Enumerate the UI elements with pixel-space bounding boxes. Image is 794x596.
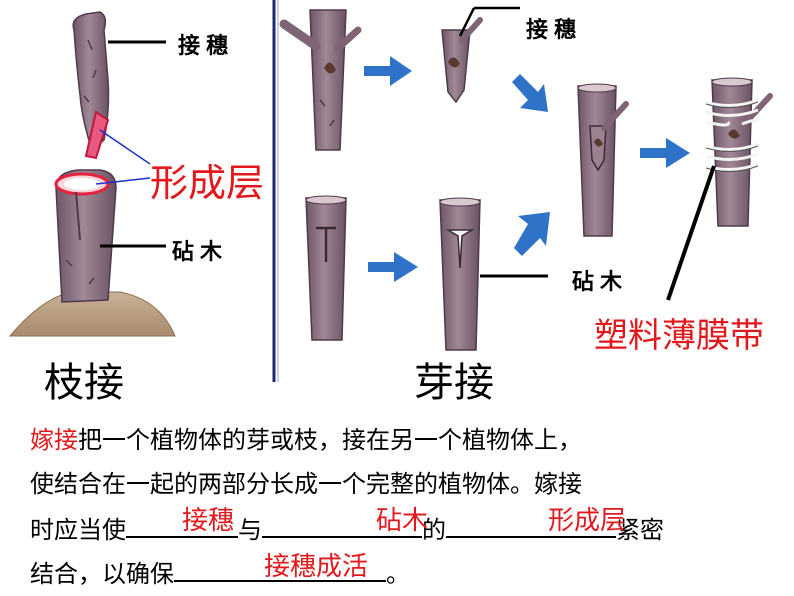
line4-end: 。: [386, 560, 410, 588]
text-line-3: 时应当使 与 的 紧密: [30, 506, 770, 552]
arrow-right-3: [368, 252, 418, 282]
label-branch-grafting: 枝接: [44, 360, 124, 406]
bud-stock-opened: [439, 197, 481, 351]
cambium-pointers: [95, 129, 151, 185]
panel-divider: [272, 0, 279, 382]
answer-1: 接穗: [182, 506, 235, 536]
branch-graft-scion: [72, 11, 110, 160]
answer-3: 形成层: [548, 506, 627, 536]
arrow-right-1: [364, 56, 412, 86]
label-stock-right: 砧木: [572, 269, 629, 295]
answer-4: 接穗成活: [264, 552, 369, 582]
bud-graft-combined: [577, 83, 629, 237]
label-cambium: 形成层: [150, 161, 265, 205]
line1-text: 把一个植物体的芽或枝，接在另一个植物体上，: [78, 426, 582, 454]
blank-4[interactable]: [174, 550, 386, 582]
label-scion-left: 接穗: [178, 33, 235, 59]
label-plastic-film: 塑料薄膜带: [594, 316, 764, 356]
arrow-right-2: [640, 138, 690, 168]
bud-scion-piece: [441, 17, 483, 104]
branch-graft-stock: [54, 169, 117, 303]
label-scion-right: 接穗: [526, 17, 583, 43]
arrow-diagonal-down: [512, 74, 548, 112]
text-line-1: 嫁接把一个植物体的芽或枝，接在另一个植物体上，: [30, 418, 770, 462]
bud-graft-wrapped: [705, 77, 773, 227]
blank-1[interactable]: [126, 506, 238, 538]
line3-start: 时应当使: [30, 516, 126, 544]
line3-mid1: 与: [238, 516, 262, 544]
text-line-4: 结合，以确保 。: [30, 550, 770, 596]
blank-2[interactable]: [262, 506, 422, 538]
text-line-2: 使结合在一起的两部分长成一个完整的植物体。嫁接: [30, 470, 582, 498]
line3-end: 紧密: [616, 516, 664, 544]
line3-mid2: 的: [422, 516, 446, 544]
answer-2: 砧木: [376, 506, 429, 536]
arrow-diagonal-up: [514, 212, 550, 256]
scion-right-pointer: [458, 7, 476, 37]
label-stock-left: 砧木: [172, 239, 229, 265]
film-pointer: [666, 165, 716, 301]
bud-source-branch: [279, 9, 362, 151]
line4-start: 结合，以确保: [30, 560, 174, 588]
label-bud-grafting: 芽接: [414, 360, 494, 406]
bud-stock-uncut: [305, 195, 347, 341]
branch-graft-ground: [8, 291, 176, 337]
term-grafting: 嫁接: [30, 426, 78, 454]
blank-3[interactable]: [446, 506, 616, 538]
